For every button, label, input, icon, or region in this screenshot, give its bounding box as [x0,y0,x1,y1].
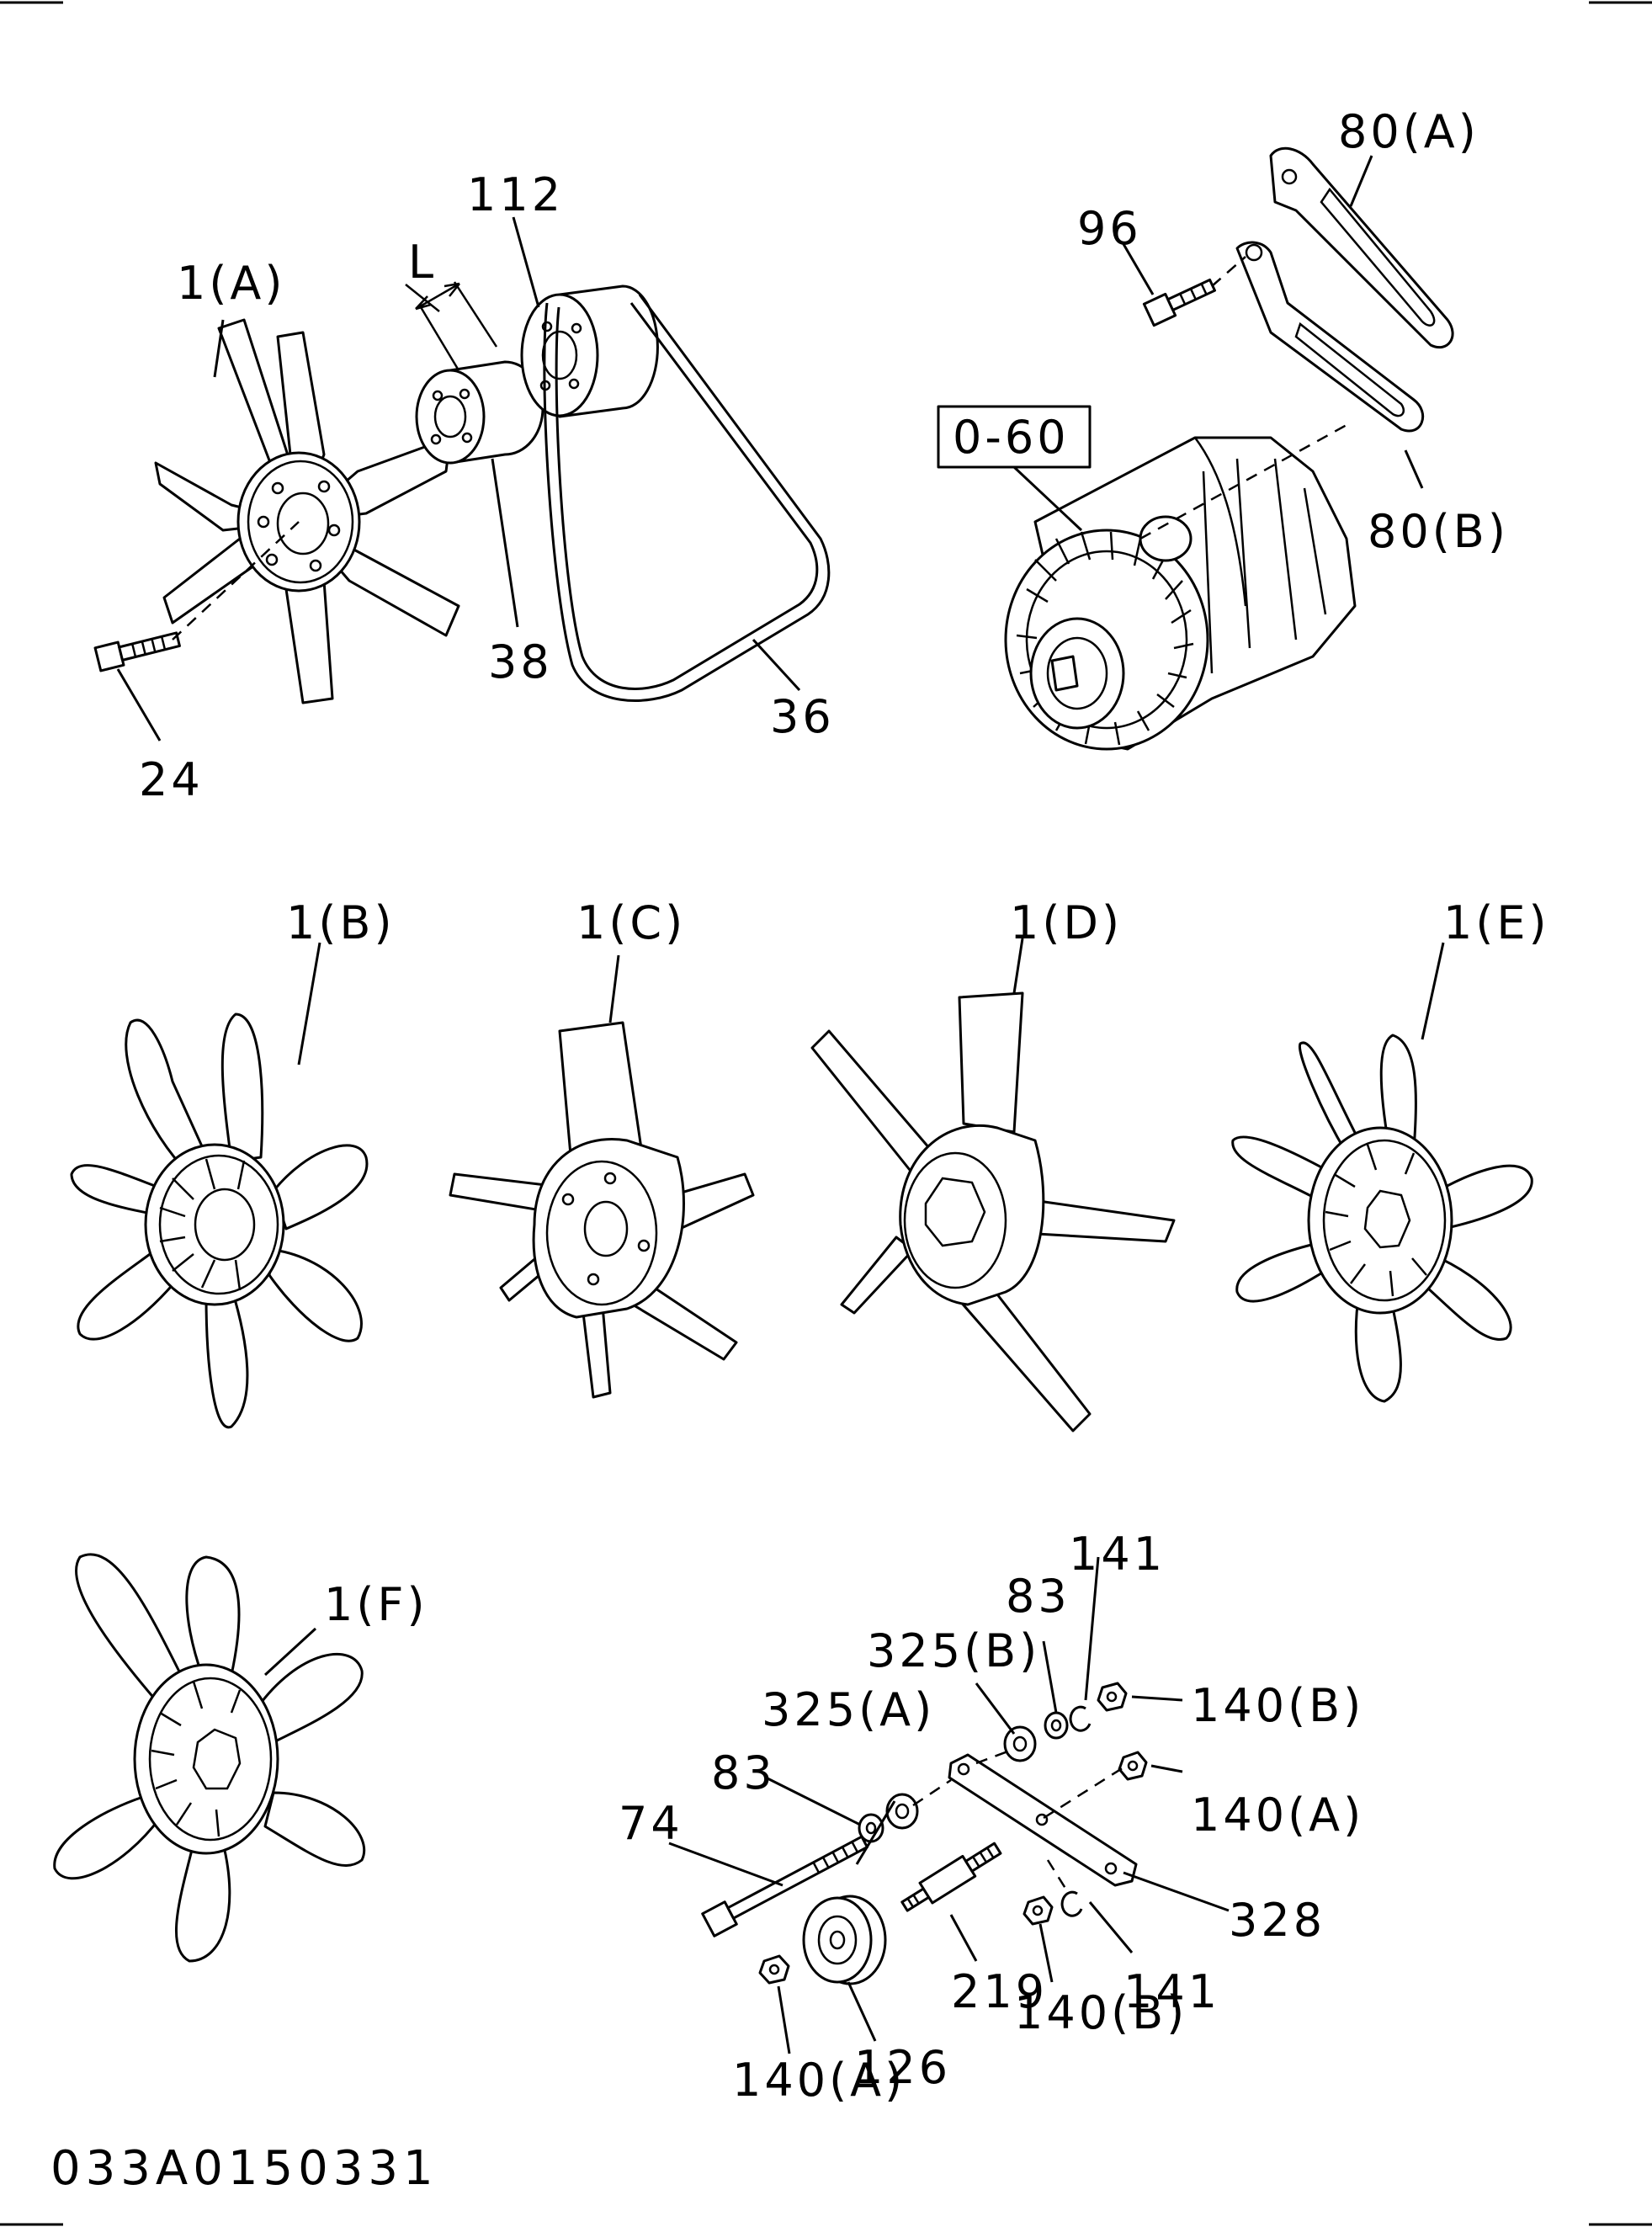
document-id: 033A0150331 [50,2141,438,2196]
label-bracket-80b: 80(B) [1368,505,1509,558]
label-reference-box: 0-60 [953,411,1070,464]
label-fan-1a: 1(A) [177,257,285,310]
label-item-140b-bottom: 140(B) [1014,1986,1187,2039]
label-l-dimension: L [408,236,437,289]
label-item-141-bottom: 141 [1123,1965,1220,2018]
label-item-325a: 325(A) [762,1683,935,1736]
label-item-140a-right: 140(A) [1191,1789,1364,1842]
label-item-83-top: 83 [1006,1570,1070,1623]
label-belt-36: 36 [770,690,835,743]
label-item-219: 219 [951,1965,1048,2018]
label-item-140a-bottom: 140(A) [732,2054,906,2107]
label-item-141-top: 141 [1069,1528,1166,1581]
label-fan-1e: 1(E) [1443,896,1550,949]
label-item-126: 126 [854,2041,951,2094]
callout-labels: 1(A) L 112 38 36 24 96 80(A) 80(B) 0-60 … [139,105,1550,2107]
label-item-83-left: 83 [711,1746,776,1799]
label-item-140b-top: 140(B) [1191,1679,1364,1732]
label-fan-1b: 1(B) [286,896,396,949]
pulley-and-belt-drawing [405,216,831,702]
fan-1c-drawing [449,954,755,1399]
fan-1d-drawing [810,938,1176,1432]
fan-1b-drawing [70,942,369,1429]
label-item-328: 328 [1229,1894,1325,1947]
tensioner-assembly-drawing [668,1556,1230,2054]
label-item-325b: 325(B) [867,1624,1040,1677]
fan-1a-drawing [93,318,460,741]
label-pulley-112: 112 [467,168,564,221]
label-bracket-80a: 80(A) [1338,105,1479,158]
label-bolt-96: 96 [1077,202,1142,255]
alternator-drawing [937,146,1454,751]
fan-1f-drawing [53,1553,366,1963]
label-fan-1c: 1(C) [576,896,686,949]
fan-1e-drawing [1231,942,1533,1403]
label-item-74: 74 [619,1797,683,1850]
label-fan-1f: 1(F) [324,1578,428,1631]
label-bolt-24: 24 [139,753,204,806]
label-fan-1d: 1(D) [1010,896,1123,949]
label-spacer-38: 38 [488,635,553,688]
